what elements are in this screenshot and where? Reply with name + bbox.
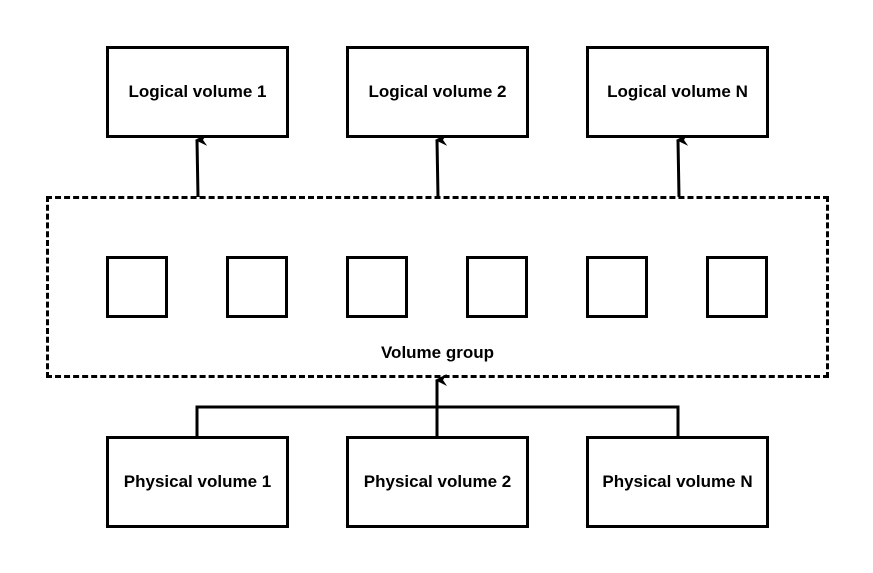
volume-group-label: Volume group [380,343,494,362]
physical-extent [346,256,408,318]
logical-volume-n-label: Logical volume N [607,82,748,101]
arrow-vg-to-lv1 [195,133,208,198]
line-pvn-to-vg [437,405,680,437]
physical-volume-1-label: Physical volume 1 [123,472,272,491]
logical-volume-1: Logical volume 1 [106,46,289,138]
physical-extent [466,256,528,318]
logical-volume-1-label: Logical volume 1 [128,82,267,101]
physical-volume-2: Physical volume 2 [346,436,529,528]
physical-extent [706,256,768,318]
physical-volume-2-label: Physical volume 2 [363,472,512,491]
arrow-vg-to-lv2 [435,133,448,198]
physical-volume-1: Physical volume 1 [106,436,289,528]
line-pv1-to-vg [195,405,437,437]
logical-volume-n: Logical volume N [586,46,769,138]
volume-group: Volume group [46,196,829,378]
physical-extent [586,256,648,318]
physical-extent [106,256,168,318]
logical-volume-2: Logical volume 2 [346,46,529,138]
physical-volume-n: Physical volume N [586,436,769,528]
logical-volume-2-label: Logical volume 2 [368,82,507,101]
physical-volume-n-label: Physical volume N [602,472,753,491]
arrow-vg-to-lvn [676,133,689,198]
physical-extent [226,256,288,318]
